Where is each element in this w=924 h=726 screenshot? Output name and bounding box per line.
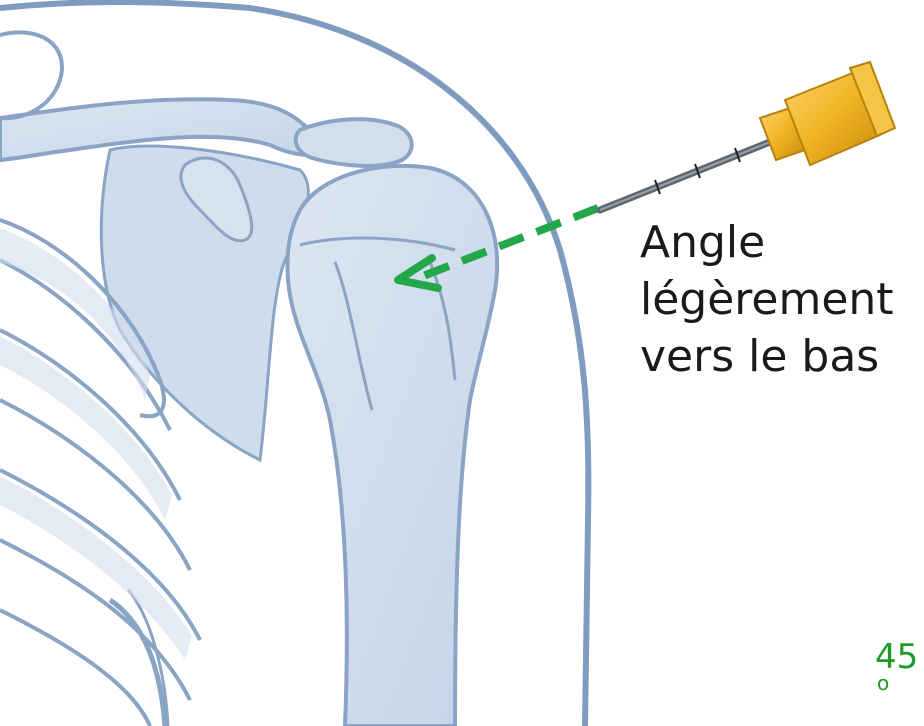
humerus-bone xyxy=(288,166,498,726)
caption-line-1: Angle xyxy=(640,214,894,271)
syringe-needle-icon xyxy=(600,62,895,210)
caption-line-2: légèrement xyxy=(640,271,894,328)
angle-degree-label: 45 o xyxy=(875,640,918,692)
acromion-bone xyxy=(296,119,412,166)
angle-caption: Angle légèrement vers le bas xyxy=(640,214,894,385)
caption-line-3: vers le bas xyxy=(640,328,894,385)
angle-value: 45 xyxy=(875,640,918,674)
